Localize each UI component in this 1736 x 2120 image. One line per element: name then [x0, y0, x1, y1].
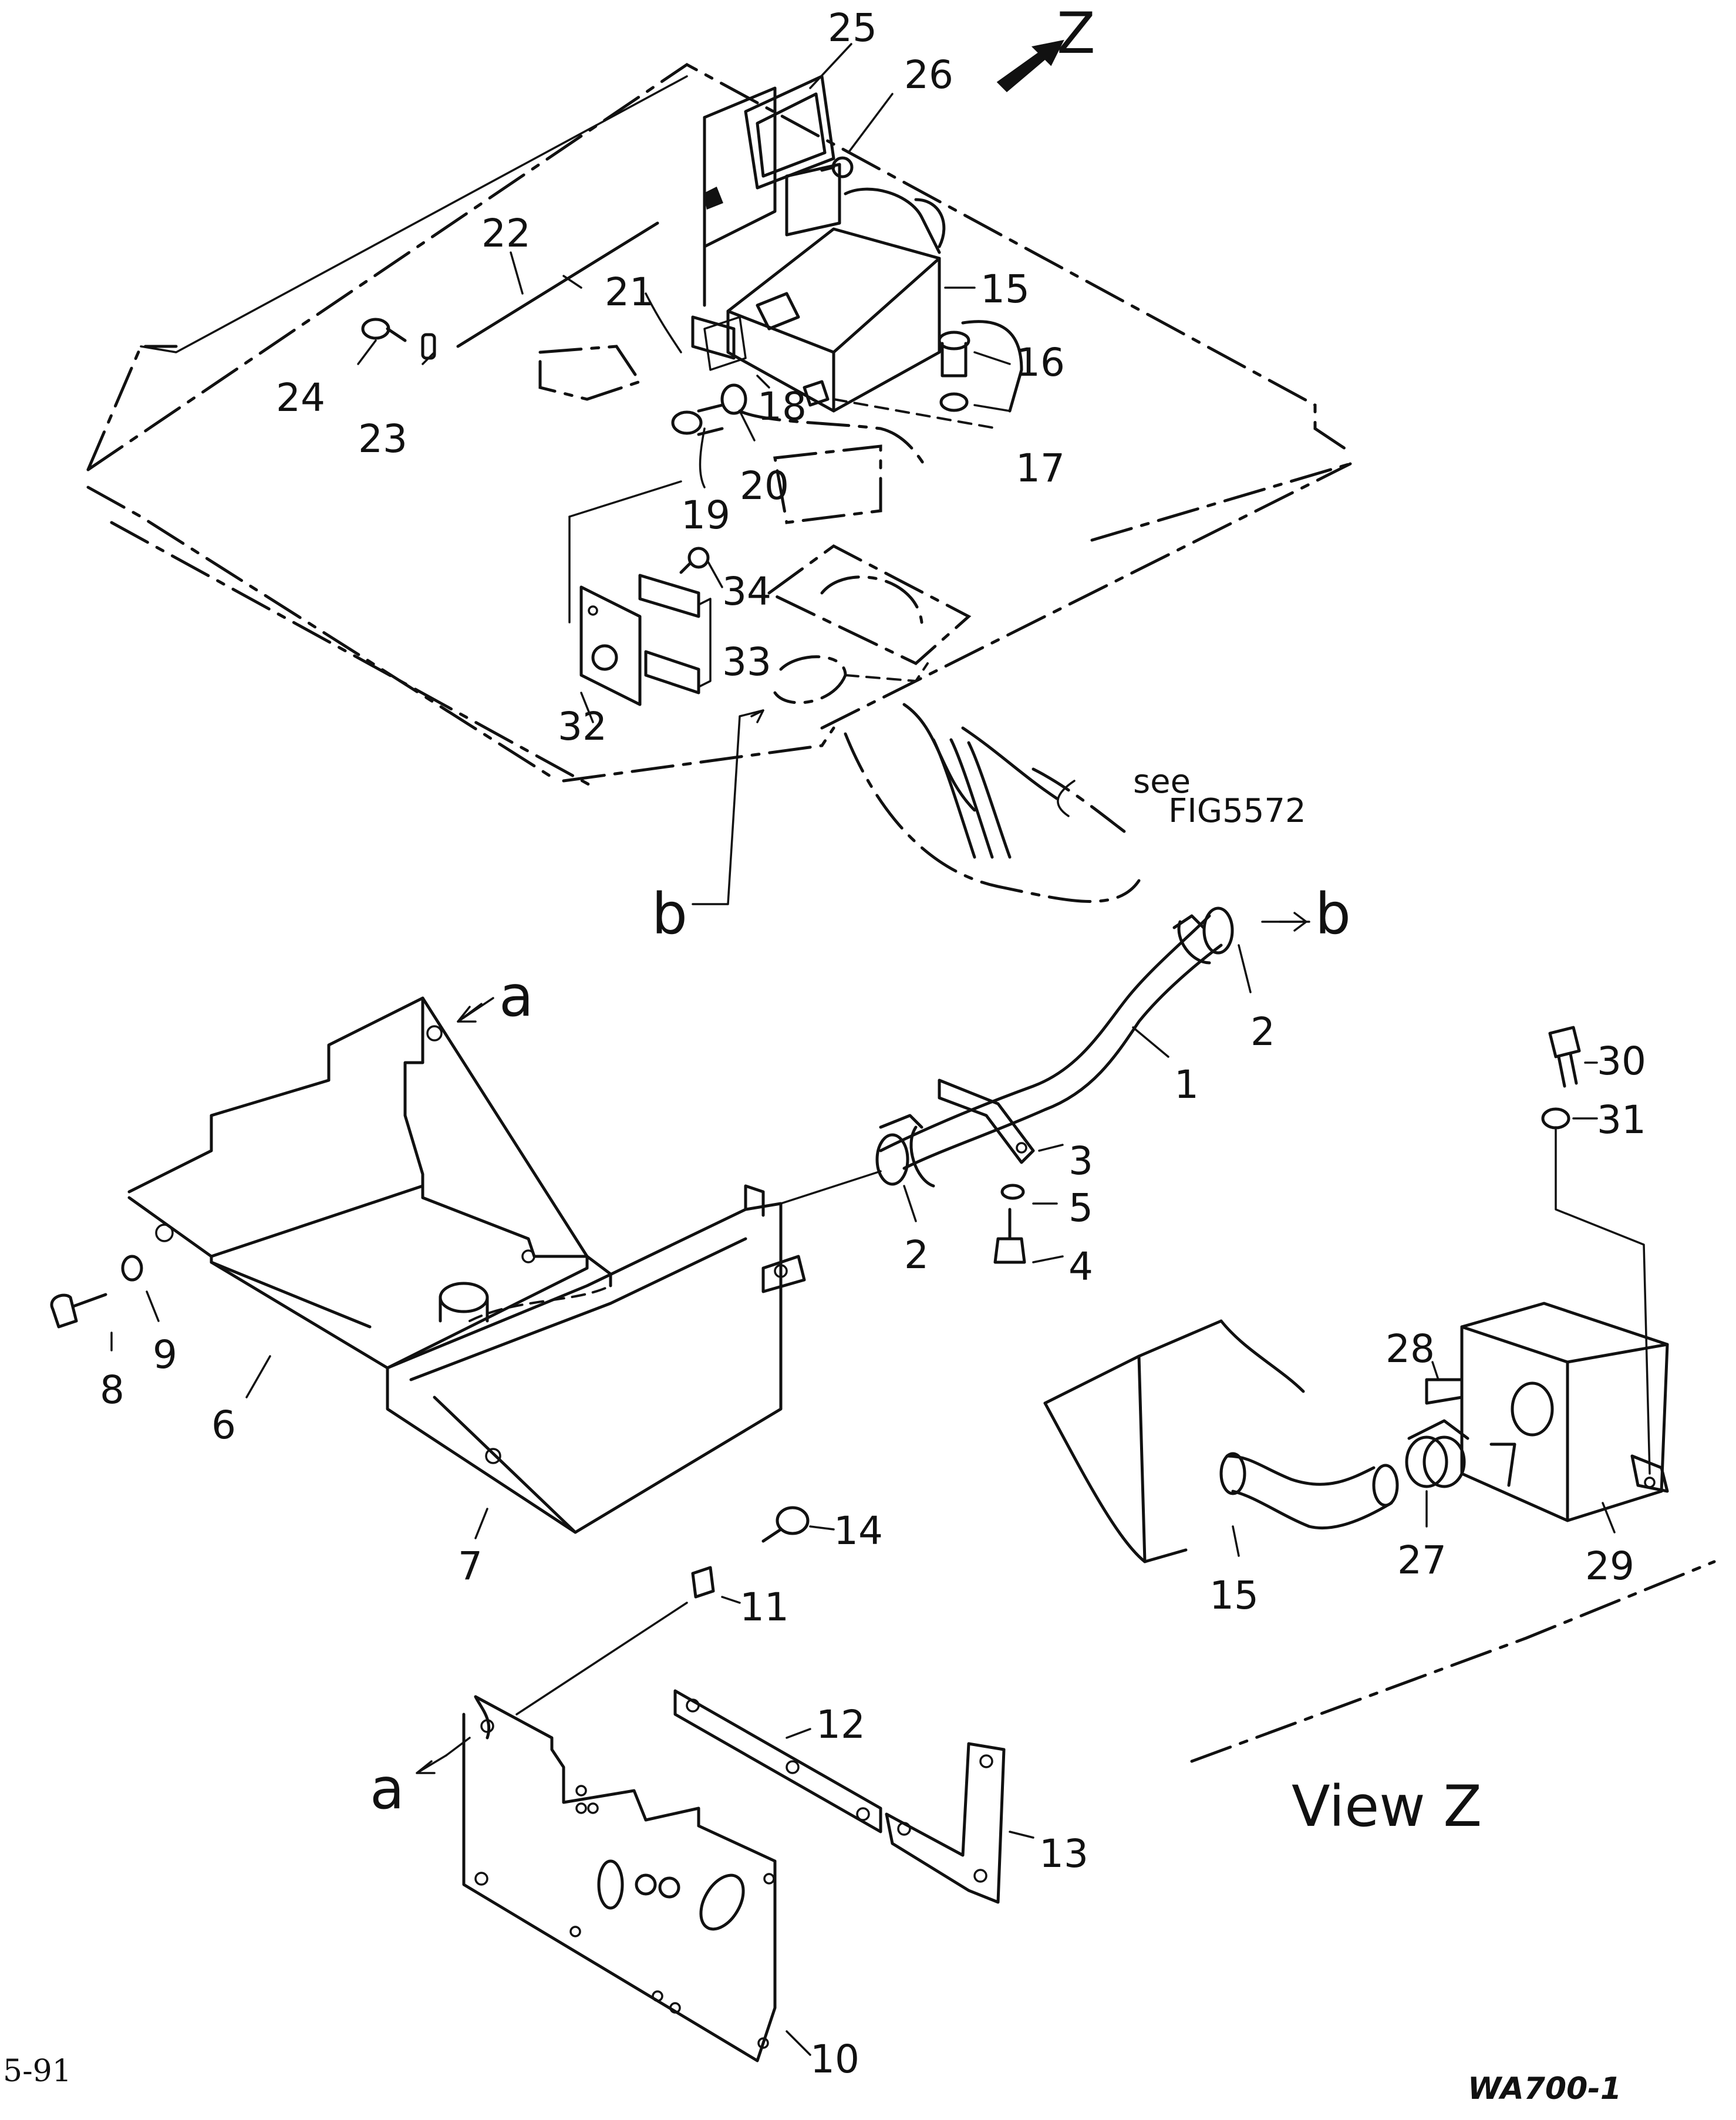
- callout-15-viewz: 15: [1209, 1573, 1259, 1618]
- washer-5: [1000, 1184, 1025, 1200]
- callout-11: 11: [740, 1585, 789, 1630]
- rod-22: [456, 221, 659, 348]
- view-z-letter: Z: [1057, 1, 1095, 66]
- footer: 5-91 WA700-1: [3, 2054, 1622, 2106]
- callout-14: 14: [834, 1508, 883, 1553]
- pipe-1: [875, 906, 1234, 1186]
- plate-11: [691, 1566, 741, 1604]
- callout-23: 23: [358, 416, 407, 461]
- callout-2-upper: 2: [1250, 1009, 1275, 1054]
- bolt-34: [679, 547, 710, 574]
- callout-2-lower: 2: [904, 1232, 929, 1278]
- bar-12: [673, 1689, 882, 1833]
- leader-lines-viewz: [1190, 1061, 1716, 1763]
- mount-bracket: [538, 315, 1023, 524]
- callout-24: 24: [276, 375, 325, 420]
- washer-9: [121, 1255, 143, 1282]
- bolt-8: [50, 1293, 107, 1329]
- washer-20: [720, 383, 747, 415]
- heater-box-29: [1460, 1302, 1669, 1522]
- washer-31: [1541, 1107, 1570, 1130]
- callout-30: 30: [1597, 1039, 1646, 1084]
- floor-panel: [86, 63, 1352, 788]
- callout-1: 1: [1174, 1062, 1199, 1107]
- ref-a-bottom: a: [370, 1756, 404, 1822]
- bolt-4: [993, 1208, 1026, 1264]
- filter-box-25: [703, 75, 946, 307]
- ref-b-right: b: [1315, 881, 1351, 947]
- callout-4: 4: [1068, 1244, 1093, 1289]
- ref-b-left: b: [652, 881, 687, 947]
- callout-34: 34: [722, 569, 771, 614]
- model-code: WA700-1: [1468, 2071, 1622, 2106]
- callout-7: 7: [458, 1543, 483, 1589]
- leader-lines-top: [357, 43, 1076, 905]
- callout-3: 3: [1068, 1138, 1093, 1184]
- clamp-28: [1425, 1378, 1464, 1405]
- arrow-a-top: [457, 997, 494, 1023]
- callout-19: 19: [681, 493, 730, 538]
- plate-10: [462, 1695, 811, 2062]
- callout-26: 26: [904, 52, 953, 97]
- ref-a-top: a: [499, 963, 534, 1029]
- duct-opening: [766, 544, 972, 705]
- clamp-2-lower: [879, 1114, 935, 1188]
- brackets-33: [638, 574, 700, 695]
- clamp-27: [1405, 1419, 1469, 1488]
- strap-3: [938, 1078, 1035, 1164]
- callout-17: 17: [1016, 446, 1065, 491]
- view-z-heater-15: [1043, 1319, 1399, 1563]
- clamp-2-upper: [1172, 914, 1211, 965]
- bolt-30: [1548, 1026, 1581, 1088]
- callout-10: 10: [810, 2037, 859, 2082]
- callout-5: 5: [1068, 1185, 1093, 1231]
- bolt-16: [938, 331, 970, 378]
- reference-letters: Z a a b b: [370, 1, 1351, 1822]
- callout-9: 9: [153, 1332, 177, 1377]
- arrow-a-bottom: [416, 1754, 447, 1774]
- callout-21: 21: [605, 269, 654, 315]
- outlet-hose-top: [844, 703, 1141, 903]
- callout-31: 31: [1597, 1097, 1646, 1142]
- notes: see FIG5572 View Z: [1133, 763, 1482, 1839]
- callout-8: 8: [100, 1367, 124, 1413]
- callout-20: 20: [740, 463, 789, 508]
- callout-15-top: 15: [980, 267, 1030, 312]
- callout-18: 18: [757, 384, 807, 429]
- callout-25: 25: [828, 5, 877, 50]
- callout-29: 29: [1585, 1543, 1634, 1589]
- callout-13: 13: [1039, 1831, 1088, 1876]
- page-number: 5-91: [3, 2054, 72, 2089]
- callout-28: 28: [1386, 1326, 1435, 1371]
- callout-27: 27: [1397, 1538, 1447, 1583]
- see-note-line2: FIG5572: [1168, 792, 1306, 830]
- callout-12: 12: [816, 1702, 865, 1747]
- view-z-arrow: [996, 39, 1064, 93]
- callout-33: 33: [722, 639, 771, 685]
- see-note-line1: see: [1133, 763, 1191, 801]
- callout-6: 6: [211, 1403, 236, 1448]
- cover-6: [127, 996, 612, 1370]
- box-7: [386, 1184, 806, 1534]
- bolt-14: [761, 1506, 835, 1543]
- panel-32: [568, 480, 682, 706]
- callout-labels: 25 26 22 21 15 16 17 18 20 19 24 23 34 3…: [100, 5, 1646, 2082]
- bracket-13: [885, 1742, 1034, 1904]
- arrow-b-left: [750, 709, 764, 723]
- washer-17: [939, 392, 969, 412]
- view-z-label: View Z: [1292, 1774, 1482, 1839]
- callout-22: 22: [481, 211, 531, 256]
- callout-32: 32: [558, 704, 607, 749]
- bolt-19: [671, 403, 724, 436]
- bolt-24: [361, 318, 407, 342]
- arrow-b-right: [1279, 912, 1307, 932]
- callout-16: 16: [1016, 340, 1065, 385]
- heater-unit-15: [703, 227, 941, 413]
- leader-lines-plates: [445, 1602, 688, 1757]
